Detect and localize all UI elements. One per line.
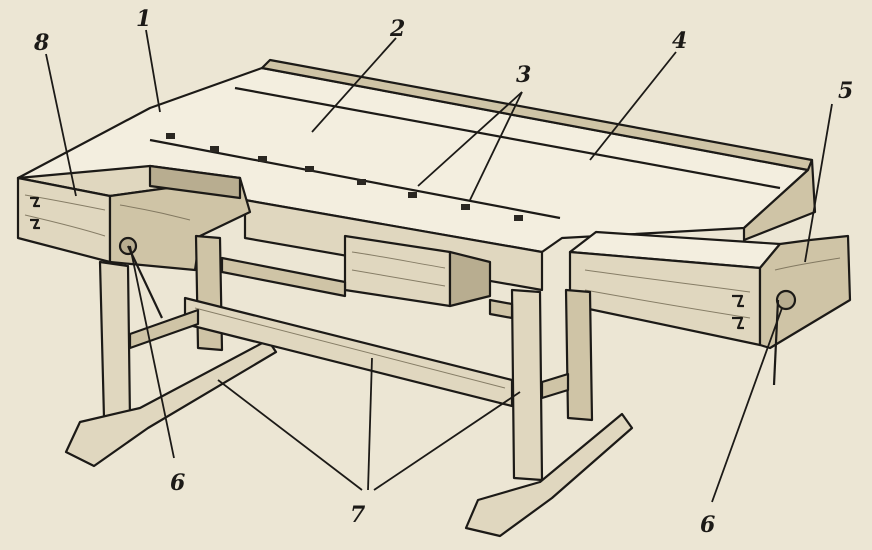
dog-hole <box>461 204 470 210</box>
tray-edge <box>234 86 781 190</box>
label-6-right: 6 <box>700 512 715 538</box>
stretcher-upper <box>220 256 347 298</box>
front-vise <box>16 164 252 319</box>
dog-hole <box>166 133 175 139</box>
label-4: 4 <box>672 28 687 54</box>
leader-1 <box>145 29 161 113</box>
leader-lines <box>45 29 833 503</box>
label-5: 5 <box>838 78 853 104</box>
tail-vise-front <box>568 250 762 347</box>
dog-hole <box>210 146 219 152</box>
dog-hole <box>357 179 366 185</box>
stretcher-lower <box>183 296 514 408</box>
dog-hole <box>258 156 267 162</box>
label-7: 7 <box>350 502 366 528</box>
leader-3a <box>417 91 523 187</box>
leader-6-right <box>711 307 783 503</box>
right-front-leg <box>510 288 544 482</box>
label-6-left: 6 <box>170 470 185 496</box>
leader-4 <box>589 51 677 161</box>
side-rung-left <box>128 308 200 350</box>
leader-6-left <box>129 245 175 459</box>
leader-2 <box>311 37 397 133</box>
leader-5 <box>804 103 833 263</box>
tray-front-line <box>149 138 561 220</box>
callout-labels: 1 2 3 4 5 6 6 7 8 <box>33 6 853 538</box>
left-front-leg <box>98 260 132 422</box>
dog-hole <box>514 215 523 221</box>
leader-8 <box>45 53 77 197</box>
leader-3b <box>469 91 523 201</box>
label-8: 8 <box>33 30 49 56</box>
underframe <box>64 234 634 538</box>
side-rung-right <box>540 372 570 400</box>
leader-7b <box>367 357 373 491</box>
label-3: 3 <box>516 62 531 88</box>
drawer-side <box>448 250 492 308</box>
tail-vise-screw-knob <box>775 289 797 311</box>
leader-7a <box>217 379 363 491</box>
stretcher-upper-right <box>488 298 514 320</box>
drawer <box>343 234 492 308</box>
vise-jaw-inner <box>148 164 242 200</box>
tail-vise-end <box>758 234 852 350</box>
leader-7c <box>373 391 521 491</box>
dog-hole <box>305 166 314 172</box>
tail-vise <box>568 230 852 386</box>
top-rim-right <box>742 158 817 242</box>
label-2: 2 <box>389 16 405 42</box>
dog-hole <box>408 192 417 198</box>
right-foot <box>464 412 634 538</box>
label-1: 1 <box>136 6 151 32</box>
right-rear-leg <box>564 288 594 422</box>
